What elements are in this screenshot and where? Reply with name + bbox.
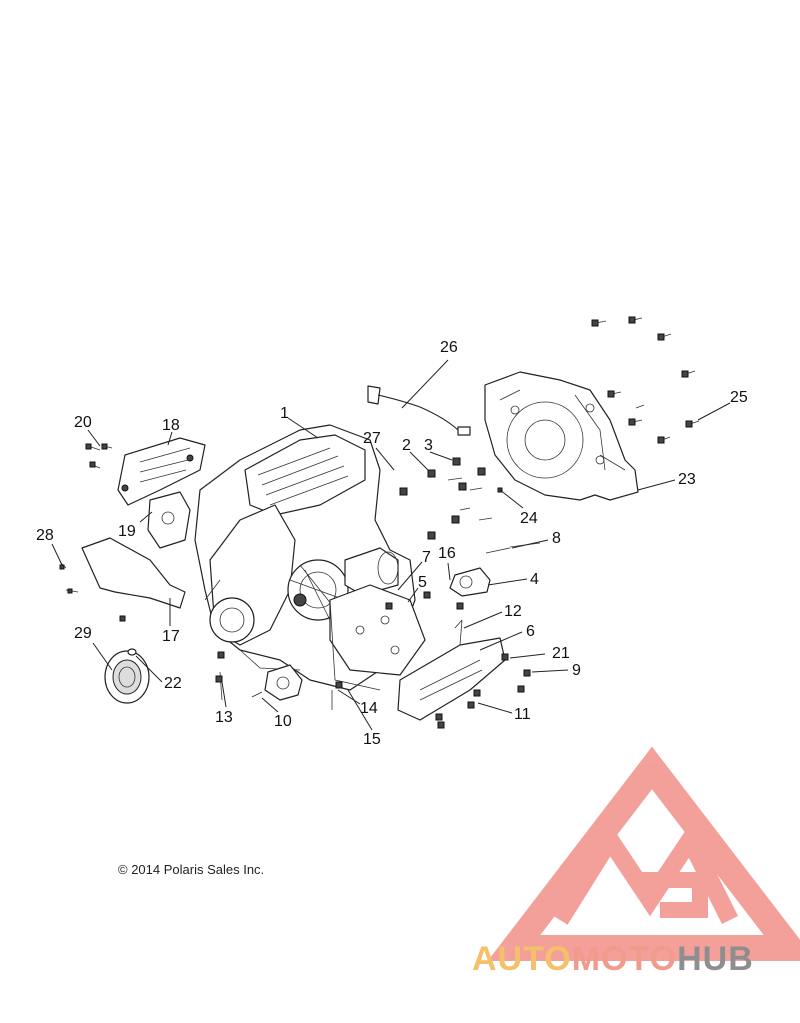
callout-4: 4 [530,571,539,588]
rear-bracket [397,637,506,721]
callout-24: 24 [520,510,538,527]
callout-11: 11 [514,706,531,723]
callout-28: 28 [36,527,54,544]
copyright-notice: © 2014 Polaris Sales Inc. [118,862,265,877]
bolts [59,443,541,729]
callout-10: 10 [274,713,292,730]
callout-8: 8 [552,530,561,547]
callout-6: 6 [526,623,535,640]
callout-3: 3 [424,437,433,454]
speed-sensor [367,385,471,436]
callout-5: 5 [418,574,427,591]
callout-numbers: 1 2 3 4 5 6 7 8 9 10 11 12 13 14 15 16 1… [36,339,748,748]
lower-mount [264,664,303,701]
callout-9: 9 [572,662,581,679]
watermark-part-auto: AUTO [472,940,572,978]
bell-housing [484,371,639,501]
callout-18: 18 [162,417,180,434]
crank-seal [104,650,150,704]
callout-14: 14 [360,700,378,717]
callout-15: 15 [363,731,381,748]
engine-mount-left [117,437,206,506]
callout-26: 26 [440,339,458,356]
heat-shield [81,537,186,609]
callout-13: 13 [215,709,233,726]
bell-housing-bolts [591,316,700,444]
callout-19: 19 [118,523,136,540]
callout-25: 25 [730,389,748,406]
callout-2: 2 [402,437,411,454]
callout-22: 22 [164,675,182,692]
callout-1: 1 [280,405,289,422]
callout-21: 21 [552,645,570,662]
washer-22 [127,648,137,656]
callout-20: 20 [74,414,92,431]
callout-23: 23 [678,471,696,488]
callout-29: 29 [74,625,92,642]
callout-27: 27 [363,430,381,447]
watermark-logo [487,746,800,961]
engine-mount-block [147,491,191,549]
callout-12: 12 [504,603,522,620]
watermark-part-hub: HUB [677,940,754,978]
callout-17: 17 [162,628,180,645]
callout-7: 7 [422,549,431,566]
leader-lines [51,359,731,731]
watermark-text: AUTOMOTOHUB [472,940,754,979]
engine-block [194,424,426,691]
watermark-part-moto: MOTO [571,940,678,978]
callout-16: 16 [438,545,456,562]
engine-mount-right [449,567,491,597]
